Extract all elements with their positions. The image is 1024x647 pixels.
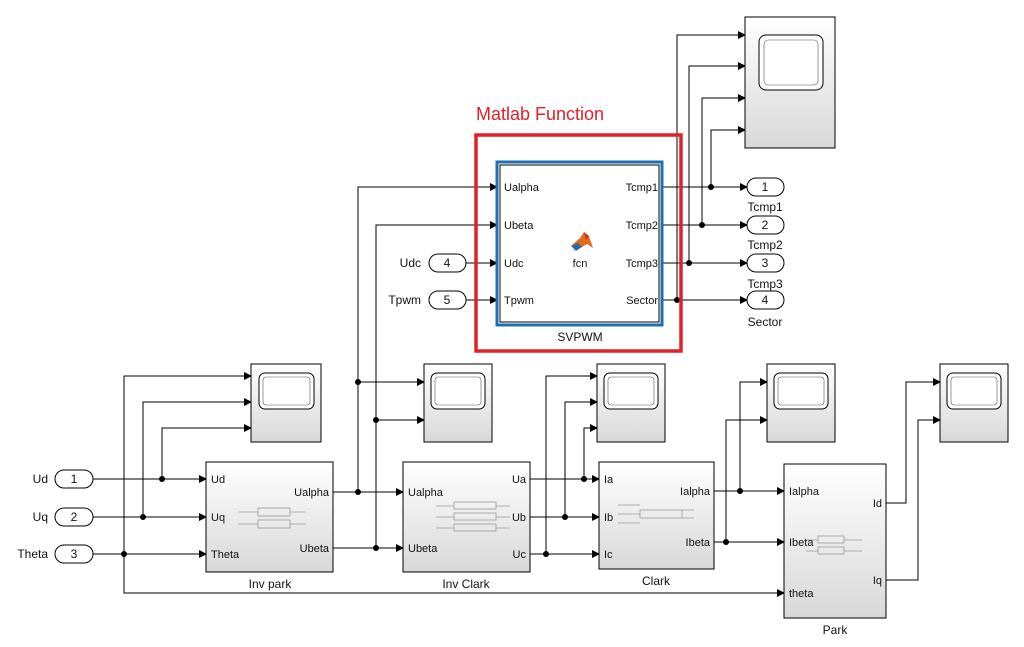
inv-clark-block[interactable]: Ualpha Ubeta Ua Ub Uc Inv Clark	[402, 461, 531, 591]
inport-label: Theta	[17, 547, 48, 561]
matlab-function-highlight: Matlab Function	[474, 104, 683, 353]
inv-park-out-ualpha: Ualpha	[294, 487, 330, 499]
svpwm-in-udc: Udc	[504, 258, 524, 270]
svpwm-out-sector: Sector	[626, 295, 658, 307]
inport-label: Ud	[33, 472, 48, 486]
inv-park-in-ud: Ud	[211, 474, 225, 486]
svpwm-out-tcmp1: Tcmp1	[626, 182, 658, 194]
inport-number: 4	[444, 256, 451, 270]
outport-number: 3	[762, 256, 769, 270]
svpwm-block[interactable]: Ualpha Ubeta Udc Tpwm Tcmp1 Tcmp2 Tcmp3 …	[495, 160, 664, 344]
inport-label: Udc	[400, 256, 421, 270]
clark-out-ibeta: Ibeta	[686, 537, 711, 549]
inport-number: 2	[71, 510, 78, 524]
inport-label: Uq	[33, 510, 48, 524]
inv-clark-out-uc: Uc	[513, 549, 527, 561]
inv-clark-in-ualpha: Ualpha	[408, 487, 444, 499]
clark-in-ic: Ic	[604, 549, 613, 561]
outport-sector[interactable]: 4 Sector	[746, 290, 785, 329]
outport-label: Tcmp1	[747, 200, 783, 214]
scope-inv-park[interactable]	[250, 363, 322, 443]
outport-label: Sector	[748, 315, 783, 329]
svpwm-in-tpwm: Tpwm	[504, 295, 534, 307]
svpwm-name: SVPWM	[557, 330, 602, 344]
scope-park-out[interactable]	[939, 363, 1009, 443]
signal-wires	[93, 31, 941, 597]
inv-park-name: Inv park	[249, 577, 293, 591]
inv-park-in-theta: Theta	[211, 549, 240, 561]
outport-tcmp3[interactable]: 3 Tcmp3	[746, 253, 785, 291]
inv-clark-in-ubeta: Ubeta	[408, 543, 438, 555]
subsystem-icon	[618, 504, 694, 524]
park-block[interactable]: Ialpha Ibeta theta Id Iq Park	[783, 463, 887, 637]
scope-clark[interactable]	[596, 363, 666, 443]
inv-park-block[interactable]: Ud Uq Theta Ualpha Ubeta Inv park	[205, 461, 334, 591]
park-in-theta: theta	[789, 588, 814, 600]
inport-tpwm[interactable]: 5 Tpwm	[388, 290, 467, 310]
park-out-id: Id	[873, 498, 882, 510]
clark-in-ia: Ia	[604, 474, 614, 486]
highlight-label: Matlab Function	[476, 104, 604, 124]
inport-number: 5	[444, 293, 451, 307]
inv-clark-out-ua: Ua	[512, 474, 527, 486]
inport-number: 3	[71, 547, 78, 561]
outport-number: 4	[762, 293, 769, 307]
clark-in-ib: Ib	[604, 512, 613, 524]
outport-number: 1	[762, 180, 769, 194]
inport-ud[interactable]: 1 Ud	[33, 469, 94, 489]
inport-number: 1	[71, 472, 78, 486]
inport-label: Tpwm	[388, 293, 421, 307]
outport-label: Tcmp3	[747, 277, 783, 291]
clark-name: Clark	[642, 574, 671, 588]
svpwm-out-tcmp3: Tcmp3	[626, 258, 658, 270]
matlab-logo-icon	[571, 232, 593, 251]
park-in-ibeta: Ibeta	[789, 537, 814, 549]
outport-label: Tcmp2	[747, 238, 783, 252]
scope-top-right[interactable]	[744, 16, 836, 149]
inv-clark-out-ub: Ub	[512, 512, 526, 524]
scope-inv-clark[interactable]	[423, 363, 493, 443]
outport-number: 2	[762, 218, 769, 232]
outport-tcmp1[interactable]: 1 Tcmp1	[746, 177, 785, 214]
park-name: Park	[823, 623, 849, 637]
inport-uq[interactable]: 2 Uq	[33, 507, 94, 527]
svpwm-in-ualpha: Ualpha	[504, 182, 540, 194]
scope-park-in[interactable]	[766, 363, 836, 443]
inv-park-in-uq: Uq	[211, 512, 225, 524]
inv-park-out-ubeta: Ubeta	[300, 543, 330, 555]
outport-tcmp2[interactable]: 2 Tcmp2	[746, 215, 785, 252]
park-out-iq: Iq	[873, 575, 882, 587]
subsystem-icon	[238, 507, 306, 529]
clark-out-ialpha: Ialpha	[680, 486, 711, 498]
svpwm-out-tcmp2: Tcmp2	[626, 220, 658, 232]
inport-udc[interactable]: 4 Udc	[400, 253, 467, 273]
svpwm-fcn-label: fcn	[573, 258, 588, 270]
branch-points	[121, 184, 743, 557]
park-in-ialpha: Ialpha	[789, 486, 820, 498]
clark-block[interactable]: Ia Ib Ic Ialpha Ibeta Clark	[598, 461, 715, 588]
inv-clark-name: Inv Clark	[442, 577, 490, 591]
inport-theta[interactable]: 3 Theta	[17, 544, 94, 564]
subsystem-icon	[436, 501, 510, 532]
subsystem-icon	[806, 535, 862, 555]
svpwm-in-ubeta: Ubeta	[504, 220, 534, 232]
